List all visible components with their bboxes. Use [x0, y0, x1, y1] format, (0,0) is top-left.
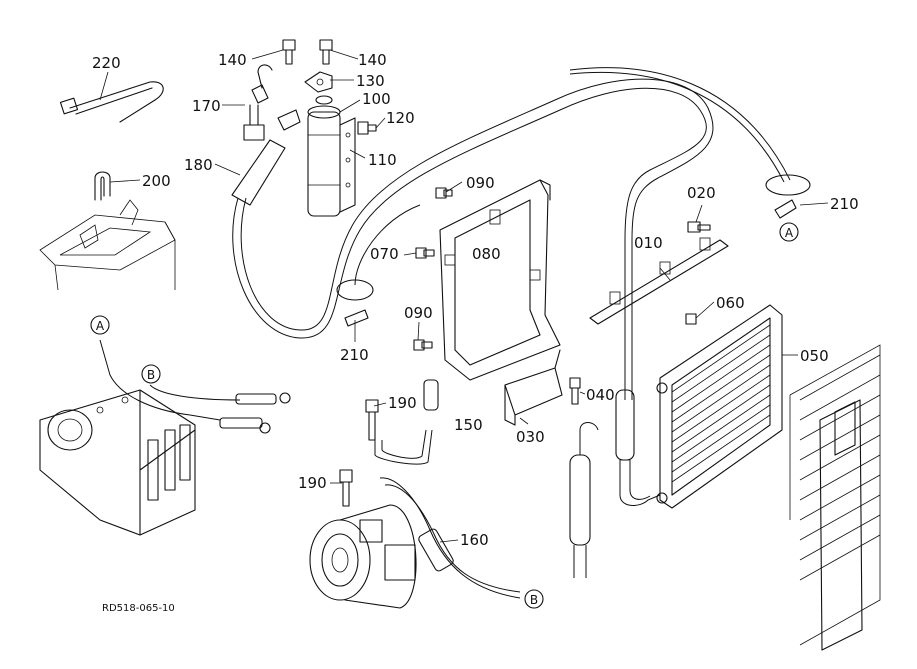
marker-B-left: B	[141, 364, 161, 384]
bracket-130	[304, 71, 333, 93]
hose-190-upper	[365, 379, 439, 465]
receiver-dryer-100	[307, 95, 356, 217]
bracket-030	[504, 349, 563, 426]
grommet-200	[94, 171, 111, 201]
radiator-fins	[799, 354, 881, 581]
evaporator-unit	[39, 389, 196, 536]
harness-A-B	[99, 339, 291, 434]
hose-lower-center	[569, 389, 661, 578]
callout-100: 100	[362, 90, 391, 108]
bolt-060	[685, 313, 697, 325]
callout-060: 060	[716, 294, 745, 312]
diagram-caption: RD518-065-10	[102, 603, 175, 614]
callout-220: 220	[92, 54, 121, 72]
callout-180: 180	[184, 156, 213, 174]
marker-A-left: A	[90, 315, 110, 335]
bolt-070	[415, 247, 435, 259]
condenser-050	[656, 304, 783, 509]
callout-090-upper: 090	[466, 174, 495, 192]
callout-labels: 220 140 140 130 100 170 120 180 110 200 …	[92, 51, 859, 549]
bolt-140-left	[282, 39, 296, 65]
callout-130: 130	[356, 72, 385, 90]
bolt-090-lower	[413, 339, 433, 351]
callout-190-upper: 190	[388, 394, 417, 412]
main-hose-loop	[232, 67, 791, 400]
callout-200: 200	[142, 172, 171, 190]
callout-150: 150	[454, 416, 483, 434]
clamp-210-center	[336, 279, 374, 327]
bolt-120	[357, 121, 377, 135]
callout-210-right: 210	[830, 195, 859, 213]
bracket-080	[439, 179, 561, 381]
callout-090-lower: 090	[404, 304, 433, 322]
callout-140-left: 140	[218, 51, 247, 69]
compressor	[309, 504, 417, 609]
marker-A-right-text: A	[785, 226, 794, 240]
callout-040: 040	[586, 386, 615, 404]
callout-050: 050	[800, 347, 829, 365]
bolt-020	[687, 221, 711, 233]
condenser-fins	[671, 324, 771, 483]
callout-070: 070	[370, 245, 399, 263]
marker-B-bottom-text: B	[530, 593, 538, 607]
bolt-090-upper	[435, 187, 453, 199]
callout-110: 110	[368, 151, 397, 169]
callout-010: 010	[634, 234, 663, 252]
callout-030: 030	[516, 428, 545, 446]
clamp-210-right	[765, 174, 811, 219]
callout-210-center: 210	[340, 346, 369, 364]
callout-120: 120	[386, 109, 415, 127]
callout-190-lower: 190	[298, 474, 327, 492]
marker-A-right: A	[779, 222, 799, 242]
radiator	[789, 344, 881, 651]
callout-020: 020	[687, 184, 716, 202]
bolt-040	[569, 377, 581, 405]
callout-080: 080	[472, 245, 501, 263]
marker-A-left-text: A	[96, 319, 105, 333]
marker-B-bottom: B	[524, 589, 544, 609]
bolt-140-right	[319, 39, 333, 65]
hose-170-180	[231, 64, 301, 206]
callout-140-right: 140	[358, 51, 387, 69]
frame-detail	[39, 199, 176, 291]
callout-160: 160	[460, 531, 489, 549]
leader-lines	[99, 49, 829, 543]
callout-170: 170	[192, 97, 221, 115]
hose-160	[339, 469, 521, 599]
clamp-220	[59, 81, 164, 123]
marker-B-left-text: B	[147, 368, 155, 382]
